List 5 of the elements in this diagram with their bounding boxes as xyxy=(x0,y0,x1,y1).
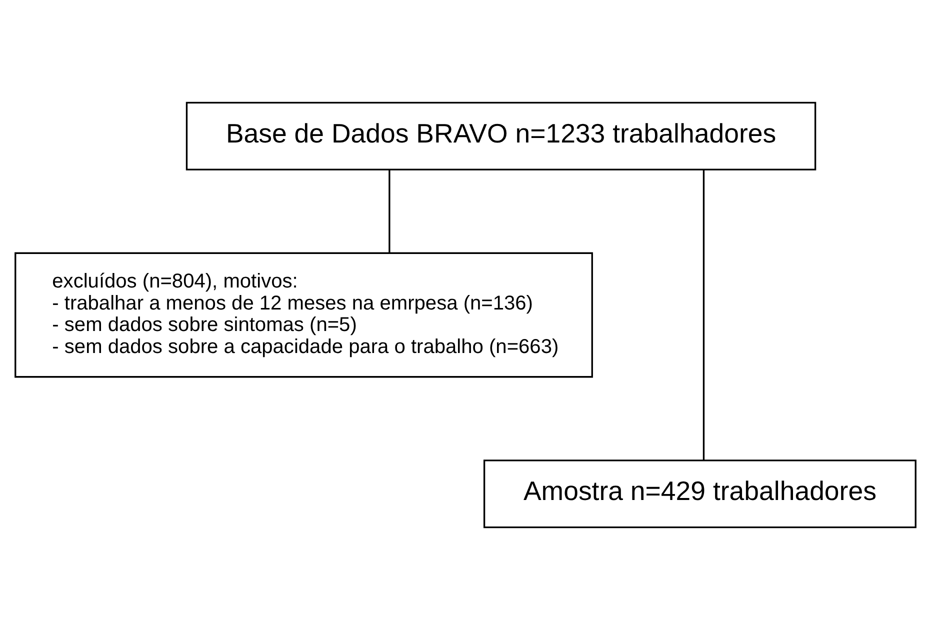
connector xyxy=(388,170,390,253)
node-box: excluídos (n=804), motivos: - trabalhar a menos de 12 meses na emrpesa (n=136) - sem dados sobre sintomas (n=5) - sem dados sobre a capacidade para o trabalho (n=663) xyxy=(14,252,593,378)
connector xyxy=(702,170,705,460)
node-box: Base de Dados BRAVO n=1233 trabalhadores xyxy=(186,102,816,170)
node-box: Amostra n=429 trabalhadores xyxy=(483,460,916,528)
